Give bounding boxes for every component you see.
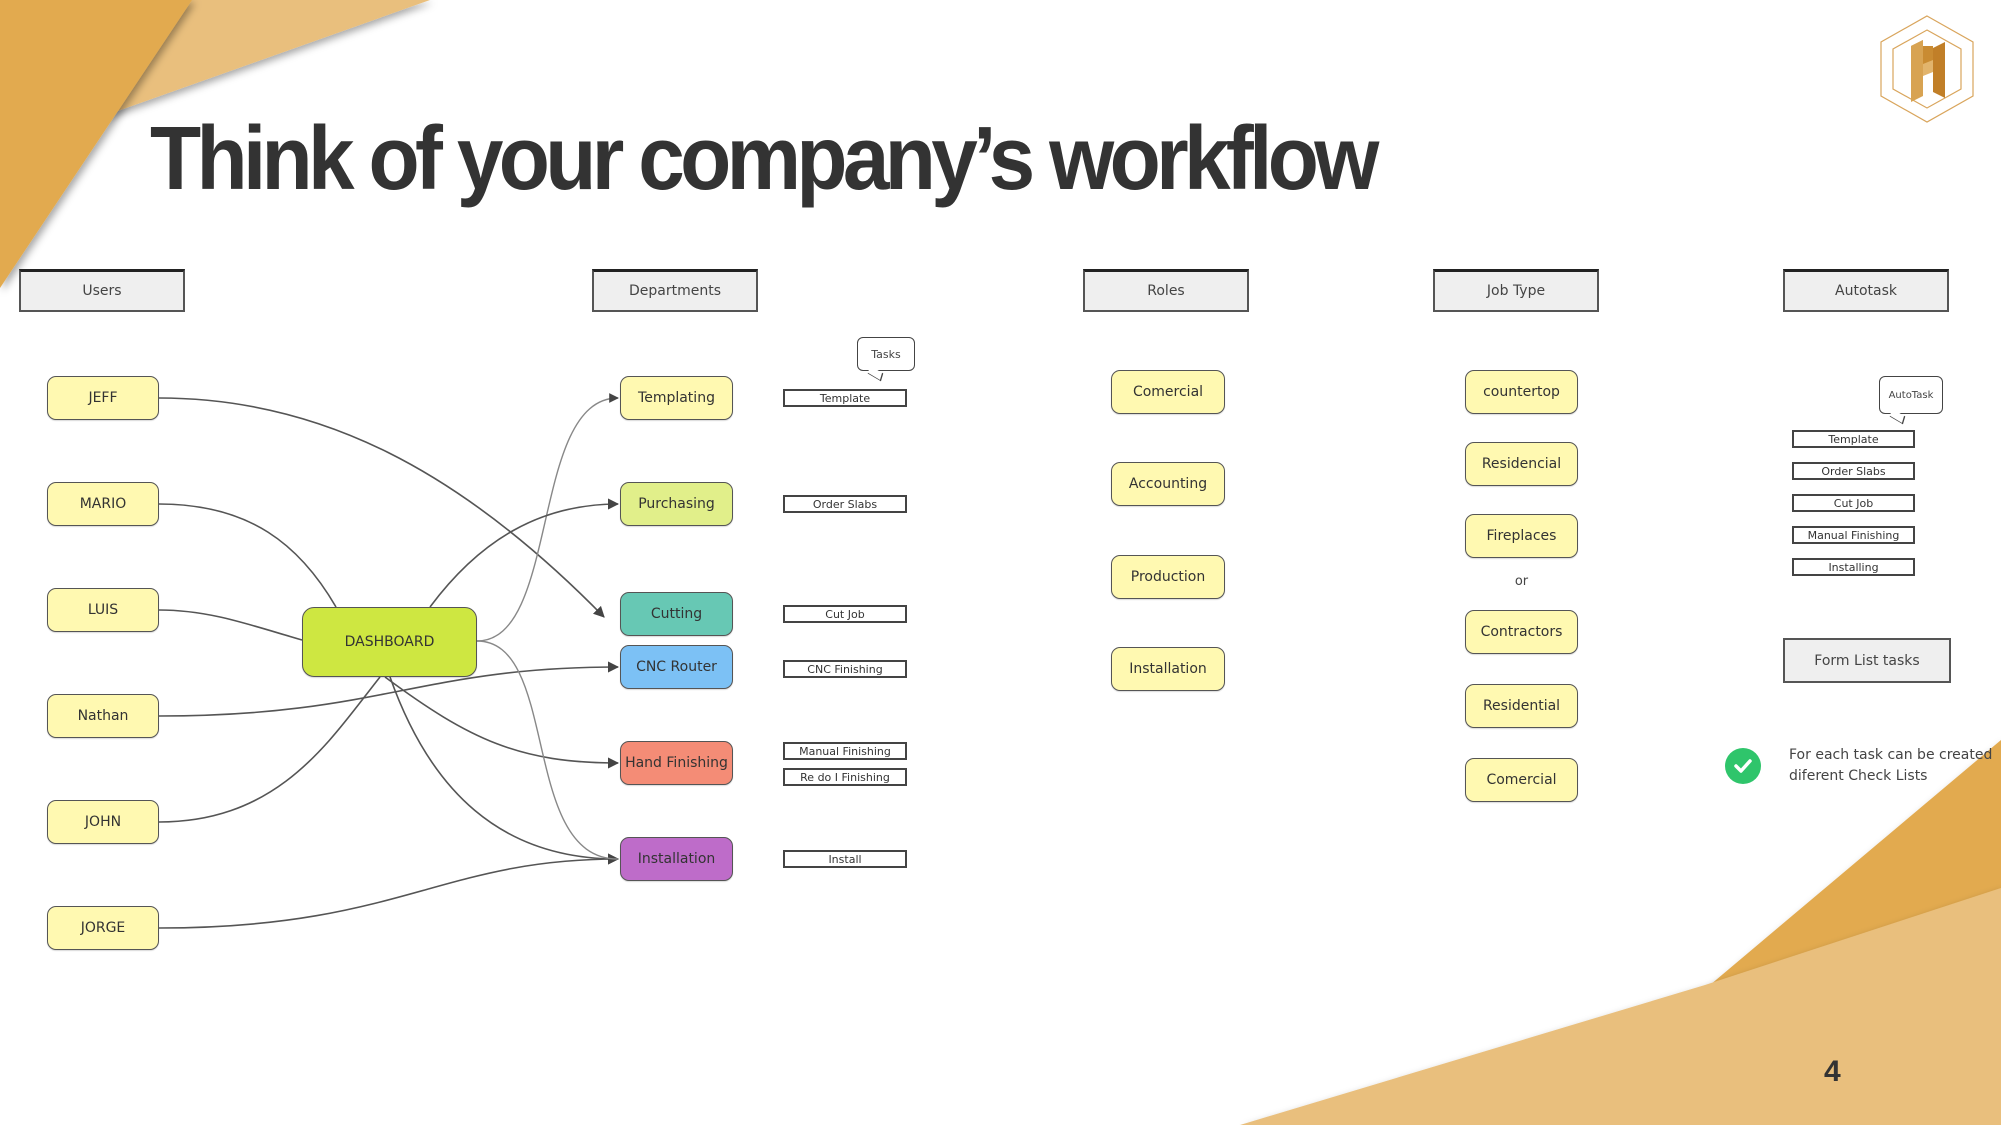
task-template[interactable]: Template	[783, 389, 907, 407]
role-node-comercial[interactable]: Comercial	[1111, 370, 1225, 414]
check-circle-icon	[1725, 748, 1761, 784]
autotask-item-template[interactable]: Template	[1792, 430, 1915, 448]
hexagon-h-logo-icon	[1880, 15, 1974, 123]
department-node-cnc-router[interactable]: CNC Router	[620, 645, 733, 689]
column-header-job-type: Job Type	[1433, 269, 1599, 312]
task-install[interactable]: Install	[783, 850, 907, 868]
page-number: 4	[1824, 1055, 1841, 1088]
job-type-node-contractors[interactable]: Contractors	[1465, 610, 1578, 654]
user-node-jorge[interactable]: JORGE	[47, 906, 159, 950]
role-node-installation[interactable]: Installation	[1111, 647, 1225, 691]
department-node-hand-finishing[interactable]: Hand Finishing	[620, 741, 733, 785]
user-node-luis[interactable]: LUIS	[47, 588, 159, 632]
user-node-nathan[interactable]: Nathan	[47, 694, 159, 738]
job-type-node-residential[interactable]: Residential	[1465, 684, 1578, 728]
autotask-item-order-slabs[interactable]: Order Slabs	[1792, 462, 1915, 480]
autotask-item-installing[interactable]: Installing	[1792, 558, 1915, 576]
user-node-jeff[interactable]: JEFF	[47, 376, 159, 420]
form-list-tasks-button[interactable]: Form List tasks	[1783, 638, 1951, 683]
department-node-cutting[interactable]: Cutting	[620, 592, 733, 636]
department-node-installation[interactable]: Installation	[620, 837, 733, 881]
column-header-roles: Roles	[1083, 269, 1249, 312]
autotask-callout: AutoTask	[1879, 376, 1943, 414]
job-type-or-separator: or	[1514, 574, 1529, 589]
task-redo-finishing[interactable]: Re do I Finishing	[783, 768, 907, 786]
task-order-slabs[interactable]: Order Slabs	[783, 495, 907, 513]
tasks-callout: Tasks	[857, 337, 915, 371]
role-node-accounting[interactable]: Accounting	[1111, 462, 1225, 506]
slide-title: Think of your company’s workflow	[150, 109, 1379, 209]
user-node-john[interactable]: JOHN	[47, 800, 159, 844]
department-node-templating[interactable]: Templating	[620, 376, 733, 420]
job-type-node-countertop[interactable]: countertop	[1465, 370, 1578, 414]
job-type-node-comercial[interactable]: Comercial	[1465, 758, 1578, 802]
task-cnc-finishing[interactable]: CNC Finishing	[783, 660, 907, 678]
job-type-node-residencial[interactable]: Residencial	[1465, 442, 1578, 486]
column-header-users: Users	[19, 269, 185, 312]
bottom-right-light-shape	[1240, 888, 2001, 1125]
checklist-note-line2: diferent Check Lists	[1789, 768, 1928, 784]
column-header-autotask: Autotask	[1783, 269, 1949, 312]
autotask-item-cut-job[interactable]: Cut Job	[1792, 494, 1915, 512]
department-node-purchasing[interactable]: Purchasing	[620, 482, 733, 526]
role-node-production[interactable]: Production	[1111, 555, 1225, 599]
checklist-note-line1: For each task can be created	[1789, 747, 1993, 763]
checklist-note: For each task can be created diferent Ch…	[1789, 745, 1992, 787]
autotask-item-manual-finishing[interactable]: Manual Finishing	[1792, 526, 1915, 544]
job-type-node-fireplaces[interactable]: Fireplaces	[1465, 514, 1578, 558]
column-header-departments: Departments	[592, 269, 758, 312]
task-manual-finishing[interactable]: Manual Finishing	[783, 742, 907, 760]
task-cut-job[interactable]: Cut Job	[783, 605, 907, 623]
top-left-dark-shape	[0, 0, 192, 288]
user-node-mario[interactable]: MARIO	[47, 482, 159, 526]
dashboard-node[interactable]: DASHBOARD	[302, 607, 477, 677]
